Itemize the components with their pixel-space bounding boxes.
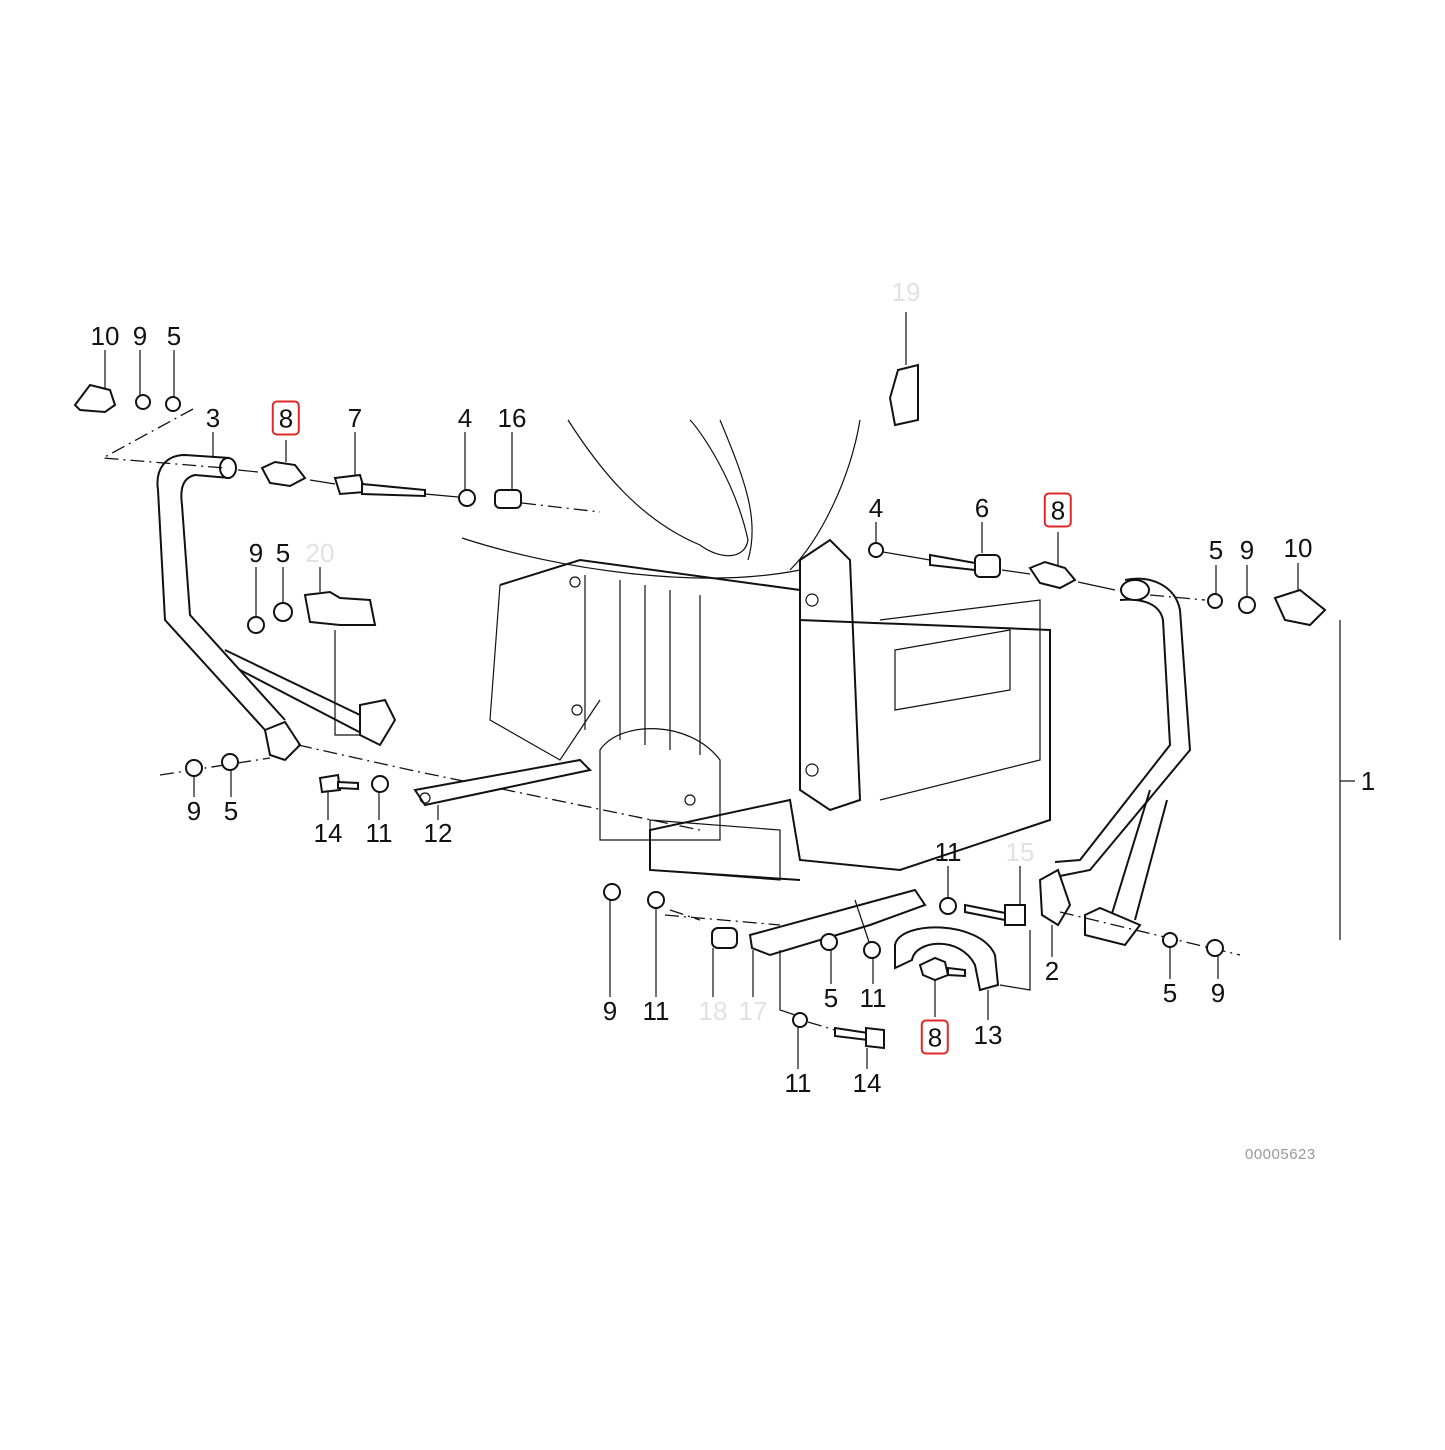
callout-11: 11: [784, 1068, 812, 1098]
callout-18: 18: [698, 996, 728, 1026]
callout-5: 5: [223, 796, 239, 826]
left-crash-bar: [156, 453, 397, 762]
callout-20: 20: [305, 538, 335, 568]
callout-8-highlighted[interactable]: 8: [271, 400, 301, 436]
document-number: 00005623: [1245, 1146, 1316, 1163]
left-top-fasteners: [73, 383, 601, 513]
callout-5: 5: [275, 538, 291, 568]
callout-19: 19: [891, 277, 921, 307]
callout-5: 5: [166, 321, 182, 351]
callout-9: 9: [186, 796, 202, 826]
callout-8-highlighted[interactable]: 8: [920, 1019, 950, 1055]
callout-17: 17: [738, 996, 768, 1026]
callout-2: 2: [1044, 956, 1060, 986]
callout-10: 10: [1283, 533, 1313, 563]
callout-4: 4: [457, 403, 473, 433]
callout-6: 6: [974, 493, 990, 523]
callout-7: 7: [347, 403, 363, 433]
callout-11: 11: [934, 837, 962, 867]
callout-5: 5: [1208, 535, 1224, 565]
callout-13: 13: [973, 1020, 1003, 1050]
callout-1: 1: [1360, 766, 1376, 796]
callout-11: 11: [365, 818, 393, 848]
mid-left-fasteners: [159, 590, 701, 831]
callout-9: 9: [602, 996, 618, 1026]
callout-15: 15: [1005, 837, 1035, 867]
callout-12: 12: [423, 818, 453, 848]
callout-10: 10: [90, 321, 120, 351]
engine-illustration: [461, 419, 1051, 881]
callout-9: 9: [1210, 978, 1226, 1008]
callout-11: 11: [859, 983, 887, 1013]
callout-8-highlighted[interactable]: 8: [1043, 492, 1073, 528]
callout-5: 5: [1162, 978, 1178, 1008]
right-top-fasteners: [868, 363, 1327, 627]
callout-9: 9: [132, 321, 148, 351]
callout-9: 9: [1239, 535, 1255, 565]
callout-9: 9: [248, 538, 264, 568]
leader-lines: [104, 312, 1299, 1069]
lower-bracket-fasteners: [603, 883, 1031, 1050]
callout-14: 14: [313, 818, 343, 848]
callout-14: 14: [852, 1068, 882, 1098]
right-crash-bar: [1038, 577, 1192, 947]
callout-16: 16: [497, 403, 527, 433]
callout-3: 3: [205, 403, 221, 433]
callout-5: 5: [823, 983, 839, 1013]
callout-4: 4: [868, 493, 884, 523]
assembly-bracket: [1059, 620, 1355, 957]
callout-11: 11: [642, 996, 670, 1026]
